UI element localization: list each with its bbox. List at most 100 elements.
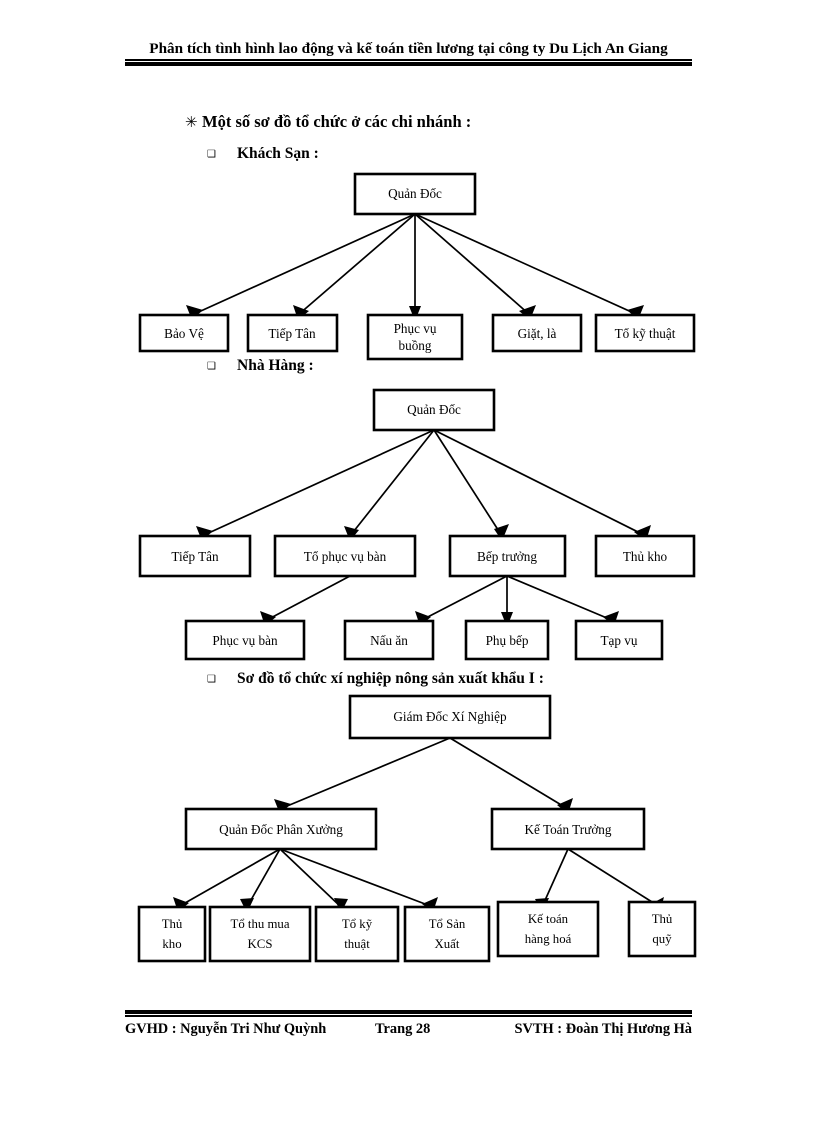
node-phuc-vu-ban-label: Phục vụ bàn — [212, 633, 278, 648]
node-thu-quy-label-1: Thủ — [652, 912, 673, 926]
node-root-label: Quản Đốc — [407, 402, 461, 417]
section-heading-hotel: ❑ Khách Sạn : — [207, 145, 319, 163]
section-heading-factory: ❑ Sơ đồ tổ chức xí nghiệp nông sản xuất k… — [207, 670, 544, 688]
footer-svth: SVTH : Đoàn Thị Hương Hà — [514, 1020, 692, 1037]
node-to-ky-thuat: Tổ kỹ thuật — [594, 313, 696, 353]
square-bullet-icon-2: ❑ — [207, 360, 216, 372]
node-bao-ve: Bảo Vệ — [138, 313, 230, 353]
node-ke-toan-truong: Kế Toán Trưởng — [490, 807, 646, 851]
node-giat-la: Giặt, là — [491, 313, 583, 353]
factory-connectors-level1 — [274, 737, 573, 814]
node-tiep-tan: Tiếp Tân — [138, 534, 252, 578]
node-phuc-vu-ban: Phục vụ bàn — [184, 619, 306, 661]
node-thu-kho-label: Thủ kho — [623, 549, 668, 564]
header-rule-thin — [125, 59, 692, 61]
page-footer: GVHD : Nguyễn Tri Như Quỳnh Trang 28 SVT… — [125, 1010, 692, 1038]
page-header: Phân tích tình hình lao động và kế toán … — [125, 40, 692, 67]
hotel-connectors — [186, 213, 644, 321]
node-to-ky-thuat-label: Tổ kỹ thuật — [615, 326, 676, 341]
edge-root-giatla — [414, 213, 531, 316]
edge-ketoan-ketoanhanghoa — [541, 848, 569, 908]
section-heading-factory-label: Sơ đồ tổ chức xí nghiệp nông sản xuất kh… — [237, 670, 544, 687]
section-heading-main-label: Một số sơ đồ tổ chức ở các chi nhánh : — [202, 112, 472, 131]
node-thu-kho-label-1: Thủ — [162, 917, 183, 931]
node-to-thu-mua-kcs-label-1: Tổ thu mua — [231, 917, 290, 931]
edge-root-tophucvuban — [349, 429, 435, 537]
footer-rule-thick — [125, 1010, 692, 1014]
node-to-thu-mua-kcs: Tổ thu mua KCS — [208, 905, 312, 963]
node-ke-toan-hang-hoa-label-1: Kế toán — [528, 912, 569, 926]
edge-root-quandoc — [279, 737, 451, 810]
node-thu-quy-label-2: quỹ — [652, 932, 672, 946]
edge-quandoc-tokythuat — [279, 848, 342, 908]
node-root: Quản Đốc — [353, 172, 477, 216]
header-title: Phân tích tình hình lao động và kế toán … — [149, 40, 668, 57]
edge-quandoc-tothumua — [246, 848, 281, 908]
section-heading-restaurant-label: Nhà Hàng : — [237, 357, 314, 374]
node-to-san-xuat-label-1: Tổ Sản — [429, 917, 466, 931]
node-phuc-vu-buong-label-1: Phục vụ — [394, 321, 437, 336]
node-nau-an-label: Nấu ăn — [370, 633, 408, 648]
hotel-org-chart: Quản Đốc Bảo Vệ Tiếp Tân Phục vụ buồng G… — [130, 172, 700, 361]
node-quan-doc-phan-xuong-label: Quản Đốc Phân Xưởng — [219, 822, 343, 837]
square-bullet-icon-3: ❑ — [207, 673, 216, 685]
node-phu-bep-label: Phụ bếp — [486, 633, 529, 648]
factory-org-chart: Giám Đốc Xí Nghiệp Quản Đốc Phân Xưởng K… — [130, 694, 700, 974]
edge-quandoc-tosanxuat — [279, 848, 434, 908]
node-to-phuc-vu-ban: Tổ phục vụ bàn — [273, 534, 417, 578]
node-to-ky-thuat: Tổ kỹ thuật — [314, 905, 400, 963]
section-heading-restaurant: ❑ Nhà Hàng : — [207, 357, 314, 375]
edge-root-tieptan — [201, 429, 435, 537]
edge-root-tokythuat — [414, 213, 639, 316]
edge-beptruong-tapvu — [506, 575, 615, 622]
node-bep-truong-label: Bếp trưởng — [477, 549, 537, 564]
node-thu-quy: Thủ quỹ — [627, 900, 697, 958]
section-heading-hotel-label: Khách Sạn : — [237, 145, 319, 162]
node-root-label: Giám Đốc Xí Nghiệp — [393, 709, 507, 724]
node-ke-toan-hang-hoa-label-2: hàng hoá — [525, 932, 572, 946]
footer-gvhd: GVHD : Nguyễn Tri Như Quỳnh — [125, 1020, 327, 1037]
node-bep-truong: Bếp trưởng — [448, 534, 567, 578]
node-to-thu-mua-kcs-label-2: KCS — [248, 937, 273, 951]
node-ke-toan-hang-hoa: Kế toán hàng hoá — [496, 900, 600, 958]
node-thu-kho-label-2: kho — [162, 937, 181, 951]
header-rule-thick — [125, 62, 692, 67]
edge-root-tieptan — [297, 213, 416, 316]
edge-ketoan-thuquy — [567, 848, 661, 908]
node-tiep-tan: Tiếp Tân — [246, 313, 339, 353]
edge-root-beptruong — [433, 429, 503, 537]
restaurant-connectors-level2 — [260, 575, 619, 627]
edge-root-thukho — [433, 429, 647, 537]
node-phu-bep: Phụ bếp — [464, 619, 550, 661]
edge-root-ketoan — [449, 737, 569, 810]
node-thu-kho: Thủ kho — [137, 905, 207, 963]
node-phuc-vu-buong: Phục vụ buồng — [366, 313, 464, 361]
node-root-label: Quản Đốc — [388, 186, 442, 201]
node-tap-vu-label: Tạp vụ — [601, 633, 638, 648]
restaurant-connectors-level1 — [196, 429, 651, 541]
edge-tophucvuban-phucvuban — [264, 575, 351, 622]
edge-beptruong-nauan — [419, 575, 508, 622]
node-to-phuc-vu-ban-label: Tổ phục vụ bàn — [304, 549, 387, 564]
node-root: Giám Đốc Xí Nghiệp — [348, 694, 552, 740]
node-to-san-xuat: Tổ Sản Xuất — [403, 905, 491, 963]
node-nau-an: Nấu ăn — [343, 619, 435, 661]
node-to-san-xuat-label-2: Xuất — [435, 937, 460, 951]
node-root: Quản Đốc — [372, 388, 496, 432]
footer-page-number: Trang 28 — [375, 1020, 431, 1037]
node-thu-kho: Thủ kho — [594, 534, 696, 578]
footer-rule-thin — [125, 1015, 692, 1017]
restaurant-org-chart: Quản Đốc Tiếp Tân Tổ phục vụ bàn Bếp trư… — [130, 388, 700, 661]
node-tap-vu: Tạp vụ — [574, 619, 664, 661]
square-bullet-icon: ❑ — [207, 148, 216, 160]
edge-quandoc-thukho — [177, 848, 281, 908]
node-tiep-tan-label: Tiếp Tân — [171, 549, 219, 564]
node-to-ky-thuat-label-1: Tổ kỹ — [342, 917, 373, 931]
node-to-ky-thuat-label-2: thuật — [344, 937, 370, 951]
edge-root-baove — [191, 213, 416, 316]
node-ke-toan-truong-label: Kế Toán Trưởng — [525, 822, 612, 837]
node-quan-doc-phan-xuong: Quản Đốc Phân Xưởng — [184, 807, 378, 851]
section-heading-main: ✳Một số sơ đồ tổ chức ở các chi nhánh : — [185, 112, 471, 132]
node-tiep-tan-label: Tiếp Tân — [268, 326, 316, 341]
